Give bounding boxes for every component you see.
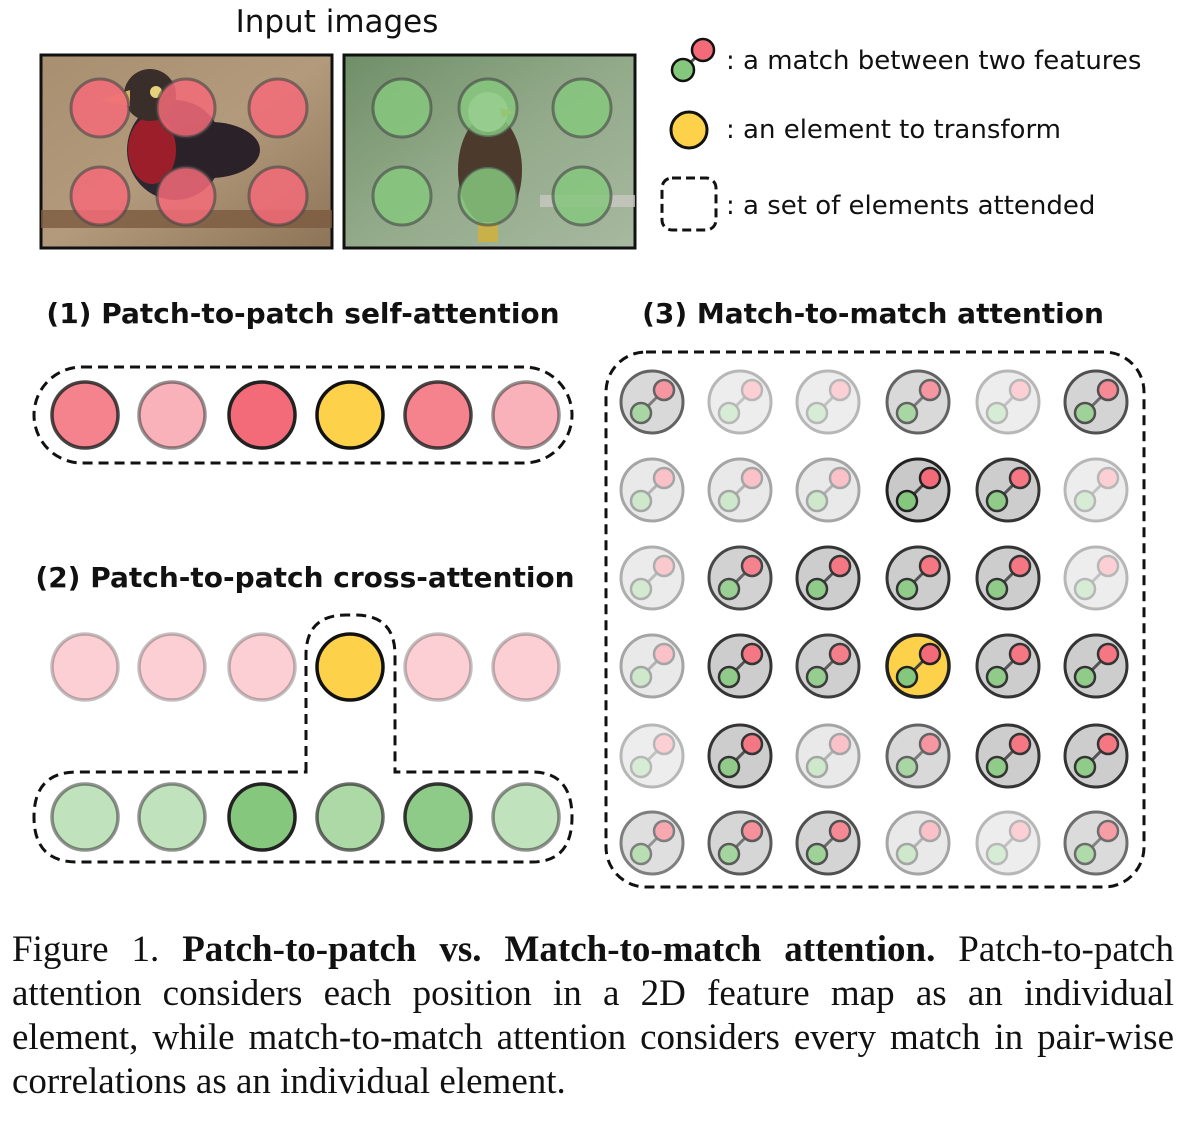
- panel3-match: [885, 723, 951, 789]
- panel3-match: [1063, 545, 1129, 611]
- panel3-match: [1063, 723, 1129, 789]
- panel3-match: [795, 545, 861, 611]
- image-feature-dot-green: [457, 165, 519, 227]
- panel3-match: [619, 369, 685, 435]
- panel3-match: [795, 457, 861, 523]
- panel3-match: [707, 545, 773, 611]
- image-feature-dot-green: [371, 165, 433, 227]
- panel3-match: [795, 723, 861, 789]
- panel3-match: [885, 457, 951, 523]
- legend-match-icon: [670, 37, 716, 83]
- image-feature-dot-green: [551, 165, 613, 227]
- image-feature-dot-green: [551, 77, 613, 139]
- panel3-match: [885, 545, 951, 611]
- panel3-match: [1063, 457, 1129, 523]
- panel3-attended-set: [604, 350, 1146, 889]
- panel2-elements: [50, 632, 561, 852]
- panel3-match: [975, 633, 1041, 699]
- panel3-match: [619, 457, 685, 523]
- panel2-top-query-element: [315, 632, 385, 702]
- panel2-bottom-element: [403, 782, 473, 852]
- panel3-match: [975, 723, 1041, 789]
- figure-diagram: Input images : a match between two featu…: [32, 4, 1146, 889]
- panel1-element: [227, 380, 297, 450]
- panel3-match: [975, 369, 1041, 435]
- caption-text: Patch-to-patch attention considers each …: [12, 929, 1174, 1102]
- panel1-attended-set: [32, 365, 574, 465]
- panel3-match: [975, 545, 1041, 611]
- panel1-title: (1) Patch-to-patch self-attention: [46, 297, 559, 330]
- panel2-bottom-element: [227, 782, 297, 852]
- panel3-match: [795, 369, 861, 435]
- image-feature-dots: [69, 77, 613, 227]
- panel1-element: [403, 380, 473, 450]
- panel3-match: [795, 633, 861, 699]
- panel2-title: (2) Patch-to-patch cross-attention: [35, 561, 574, 594]
- panel2-bottom-element: [491, 782, 561, 852]
- panel3-match: [707, 723, 773, 789]
- panel2-bottom-element: [50, 782, 120, 852]
- image-feature-dot-green: [371, 77, 433, 139]
- legend-element-label: : an element to transform: [726, 115, 1061, 145]
- panel1-element: [137, 380, 207, 450]
- legend-match-label: : a match between two features: [726, 46, 1141, 76]
- panel2-bottom-element: [137, 782, 207, 852]
- panel1-element: [50, 380, 120, 450]
- legend: : a match between two features : an elem…: [660, 37, 1141, 232]
- panel2-top-element: [403, 632, 473, 702]
- panel1-query-element: [315, 380, 385, 450]
- panel3-match: [1063, 633, 1129, 699]
- panel3-match: [975, 457, 1041, 523]
- legend-set-icon: [660, 176, 718, 232]
- image-feature-dot-red: [69, 77, 131, 139]
- panel3-match: [885, 369, 951, 435]
- figure-caption: Figure 1. Patch-to-patch vs. Match-to-ma…: [12, 928, 1174, 1104]
- image-feature-dot-red: [155, 77, 217, 139]
- panel1-elements: [50, 380, 561, 450]
- input-images-title: Input images: [236, 4, 439, 40]
- panel3-match: [619, 723, 685, 789]
- panel3-match: [795, 810, 861, 876]
- panel3-title: (3) Match-to-match attention: [642, 297, 1104, 330]
- panel3-match: [1063, 369, 1129, 435]
- panel2-top-element: [137, 632, 207, 702]
- panel3-match: [707, 457, 773, 523]
- panel3-match: [619, 633, 685, 699]
- panel3-match: [707, 369, 773, 435]
- panel3-query-match: [885, 633, 951, 699]
- panel2-bottom-element: [315, 782, 385, 852]
- panel2-top-element: [50, 632, 120, 702]
- panel3-match: [619, 810, 685, 876]
- legend-element-icon: [669, 110, 709, 150]
- panel2-attended-set: [32, 613, 574, 864]
- panel3-match: [975, 810, 1041, 876]
- image-feature-dot-red: [69, 165, 131, 227]
- image-feature-dot-green: [457, 77, 519, 139]
- panel3-match: [707, 810, 773, 876]
- panel3-match: [1063, 810, 1129, 876]
- image-feature-dot-red: [247, 77, 309, 139]
- caption-label: Figure 1.: [12, 929, 160, 970]
- panel2-top-element: [227, 632, 297, 702]
- panel3-match: [707, 633, 773, 699]
- image-feature-dot-red: [247, 165, 309, 227]
- panel1-element: [491, 380, 561, 450]
- panel3-elements: [619, 369, 1129, 876]
- image-feature-dot-red: [155, 165, 217, 227]
- panel3-match: [885, 810, 951, 876]
- legend-set-label: : a set of elements attended: [726, 191, 1095, 221]
- panel3-match: [619, 545, 685, 611]
- panel2-top-element: [491, 632, 561, 702]
- caption-bold-title: Patch-to-patch vs. Match-to-match attent…: [182, 929, 936, 970]
